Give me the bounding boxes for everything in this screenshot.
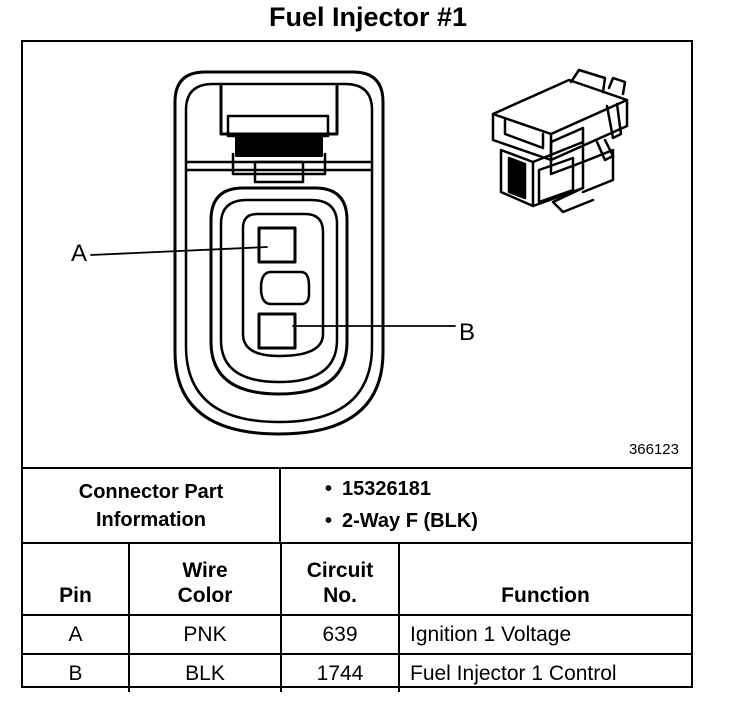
connector-part-label-line2: Information: [96, 508, 206, 531]
table-row: B BLK 1744 Fuel Injector 1 Control: [23, 653, 691, 692]
connector-isometric-icon: [491, 68, 629, 214]
pin-cell: B: [23, 653, 130, 692]
wire-color-cell: PNK: [128, 614, 282, 655]
figure-reference-number: 366123: [628, 441, 679, 458]
pin-table: Pin Wire Color Circuit No. Function A PN…: [23, 544, 691, 692]
pin-b-callout: B: [459, 319, 476, 346]
circuit-cell: 639: [280, 614, 400, 655]
wire-color-cell: BLK: [128, 653, 282, 692]
connector-type-item: • 2-Way F (BLK): [325, 510, 478, 533]
page-title: Fuel Injector #1: [268, 2, 468, 32]
cavity-b: [257, 312, 297, 350]
table-row: A PNK 639 Ignition 1 Voltage: [23, 614, 691, 655]
connector-part-info-values: • 15326181 • 2-Way F (BLK): [281, 469, 691, 542]
terminal-housing: [209, 186, 349, 396]
circuit-cell: 1744: [280, 653, 400, 692]
connector-part-label-line1: Connector Part: [78, 480, 224, 503]
header-circuit-no: Circuit No.: [280, 544, 400, 616]
connector-type: 2-Way F (BLK): [342, 510, 478, 532]
latch: [219, 84, 339, 136]
function-cell: Fuel Injector 1 Control: [398, 653, 691, 692]
leader-a: [90, 246, 268, 256]
connector-shell: [173, 70, 385, 436]
cavity-a: [257, 226, 297, 264]
pin-a-callout: A: [71, 240, 88, 267]
bullet-icon: •: [325, 510, 333, 532]
cavity-divider: [259, 270, 311, 306]
connector-part-info-row: Connector Part Information • 15326181 • 2-…: [23, 469, 691, 544]
pin-table-header: Pin Wire Color Circuit No. Function: [23, 544, 691, 616]
pin-cell: A: [23, 614, 130, 655]
header-function: Function: [398, 544, 691, 616]
connector-diagram: A B 366123: [23, 42, 691, 469]
part-number: 15326181: [342, 478, 431, 500]
part-number-item: • 15326181: [325, 478, 431, 501]
bullet-icon: •: [325, 478, 333, 500]
connector-part-info-label: Connector Part Information: [23, 469, 281, 542]
header-wire-color: Wire Color: [128, 544, 282, 616]
function-cell: Ignition 1 Voltage: [398, 614, 691, 655]
connector-drawing: [90, 68, 629, 436]
connector-shell-inner: [184, 82, 374, 424]
connector-sheet: A B 366123 Connector Part Information • 1…: [21, 40, 693, 692]
header-pin: Pin: [23, 544, 130, 616]
